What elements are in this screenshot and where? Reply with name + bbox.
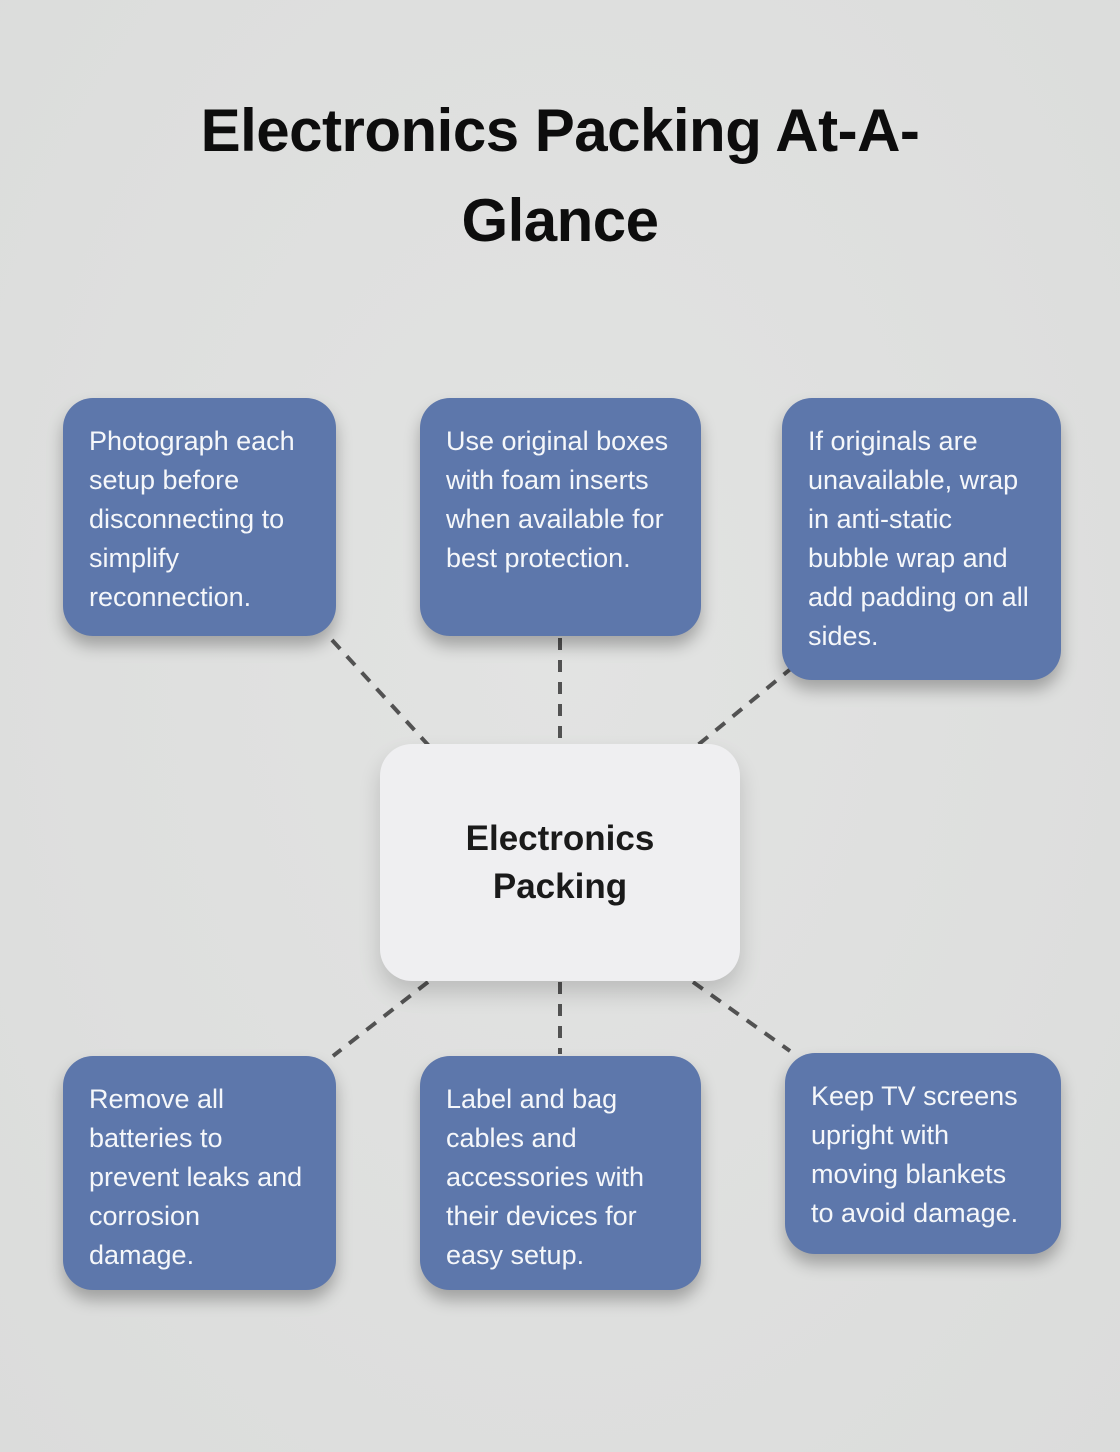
center-node: Electronics Packing: [380, 744, 740, 981]
connector-bottom-left: [331, 980, 430, 1058]
info-card-top-middle: Use original boxes with foam inserts whe…: [420, 398, 701, 636]
info-card-bottom-right: Keep TV screens upright with moving blan…: [785, 1053, 1061, 1254]
center-node-label: Electronics Packing: [465, 818, 655, 906]
connector-bottom-right: [691, 980, 792, 1053]
info-card-top-right: If originals are unavailable, wrap in an…: [782, 398, 1061, 680]
info-card-text: Remove all batteries to prevent leaks an…: [89, 1084, 303, 1270]
page-title-text: Electronics Packing At-A-Glance: [200, 97, 920, 254]
connector-top-right: [691, 665, 795, 751]
page-title: Electronics Packing At-A-Glance: [0, 86, 1120, 266]
info-card-text: If originals are unavailable, wrap in an…: [808, 426, 1029, 651]
info-card-text: Keep TV screens upright with moving blan…: [811, 1081, 1019, 1228]
info-card-bottom-left: Remove all batteries to prevent leaks an…: [63, 1056, 336, 1290]
connector-top-left: [330, 638, 432, 749]
info-card-text: Use original boxes with foam inserts whe…: [446, 426, 669, 573]
info-card-bottom-middle: Label and bag cables and accessories wit…: [420, 1056, 701, 1290]
info-card-top-left: Photograph each setup before disconnecti…: [63, 398, 336, 636]
info-card-text: Photograph each setup before disconnecti…: [89, 426, 295, 612]
info-card-text: Label and bag cables and accessories wit…: [446, 1084, 645, 1270]
